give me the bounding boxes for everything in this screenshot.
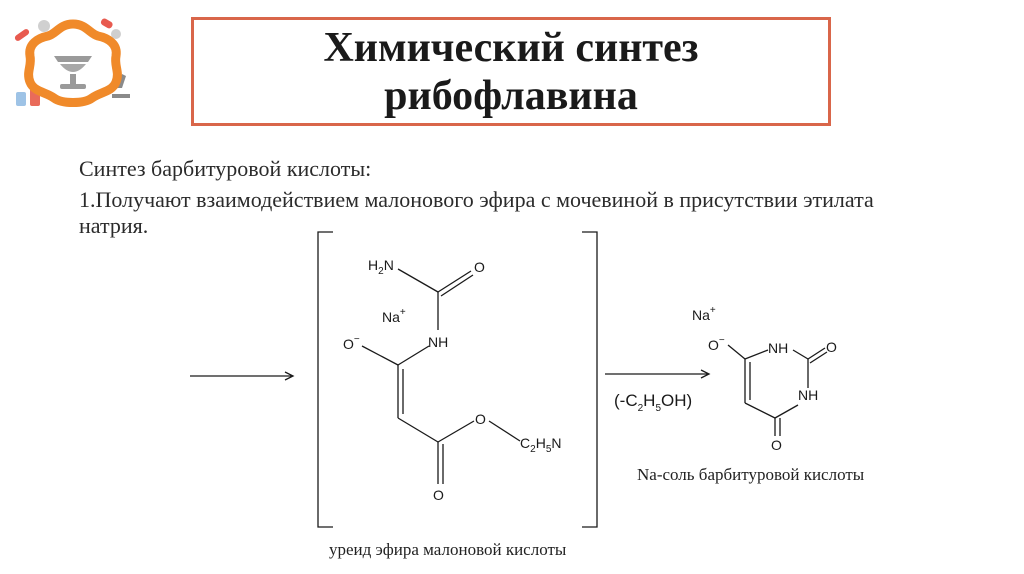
label-nh: NH	[428, 334, 448, 350]
slide-title: Химический синтез рибофлавина	[323, 24, 699, 119]
product-caption: Na-соль барбитуровой кислоты	[637, 465, 865, 484]
label-c2h5n: C2H5N	[520, 435, 562, 455]
label-o-bottom-product: O	[771, 437, 782, 453]
label-nh-top: NH	[768, 340, 788, 356]
description-paragraph: 1.Получают взаимодействием малонового эф…	[79, 187, 874, 238]
label-na-plus-product: Na+	[692, 305, 716, 323]
label-h2n: H2N	[368, 257, 394, 277]
label-o-minus: O−	[343, 334, 360, 352]
label-o-carbonyl: O	[474, 259, 485, 275]
title-box: Химический синтез рибофлавина	[191, 17, 831, 126]
intermediate-caption: уреид эфира малоновой кислоты	[329, 540, 567, 559]
subheading: Синтез барбитуровой кислоты:	[79, 156, 372, 181]
reaction-condition: (-C2H5OH)	[614, 391, 692, 414]
label-o-minus-product: O−	[708, 335, 725, 353]
pharmacy-logo-icon	[14, 18, 130, 107]
label-na-plus: Na+	[382, 307, 406, 325]
label-nh-right: NH	[798, 387, 818, 403]
label-o-right: O	[826, 339, 837, 355]
label-o-bottom: O	[433, 487, 444, 503]
label-o-ester: O	[475, 411, 486, 427]
